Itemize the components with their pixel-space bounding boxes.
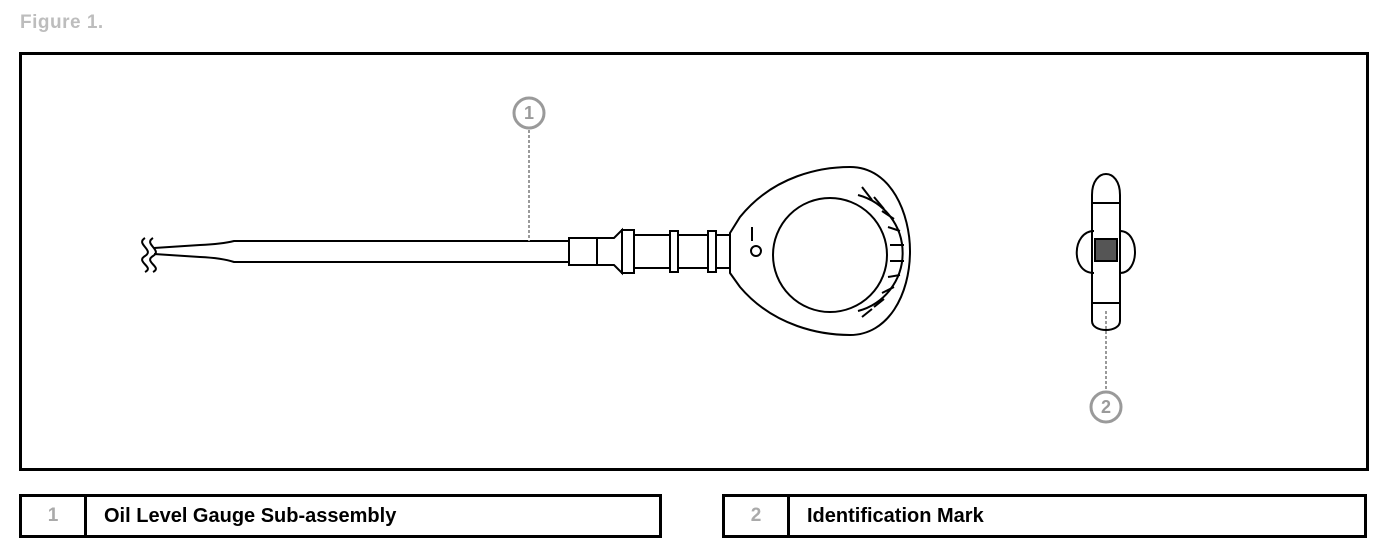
break-mark [149,237,157,273]
gauge-blade [153,253,238,263]
callout-number: 1 [524,103,534,123]
callout-1: 1 [512,96,546,241]
callout-circle [512,96,546,130]
gauge-end-view [1075,173,1136,331]
grip-tube [633,234,671,269]
grip-ring [669,230,679,273]
grip-tube [677,234,709,269]
gauge-collar [568,237,598,266]
legend-number: 1 [22,497,87,535]
callout-2: 2 [1089,311,1123,424]
gauge-taper [597,227,623,276]
gauge-side-view [141,165,912,337]
gauge-handle [729,165,912,337]
handle-inner-ring [772,197,888,313]
figure-title: Figure 1. [20,12,104,33]
end-view-body [1091,173,1121,331]
grip-tube [715,234,731,269]
end-view-ellipse [1119,230,1136,274]
legend-row-1: 1 Oil Level Gauge Sub-assembly [19,494,662,538]
legend-number: 2 [725,497,790,535]
gauge-rod [236,240,570,263]
break-mark [141,237,149,273]
diagram-frame: 1 2 [19,52,1369,471]
callout-number: 2 [1101,397,1111,417]
end-view-ellipse [1075,230,1095,274]
handle-ridges [857,194,904,312]
callout-circle [1089,390,1123,424]
gauge-diagram: 1 2 [141,96,1136,424]
identification-mark [1094,238,1118,262]
handle-hole [750,245,762,257]
legend-label: Oil Level Gauge Sub-assembly [104,504,397,527]
grip-ring [621,229,635,274]
gauge-blade [153,240,238,249]
legend-row-2: 2 Identification Mark [722,494,1367,538]
legend-label: Identification Mark [807,504,984,527]
grip-ring [707,230,717,273]
